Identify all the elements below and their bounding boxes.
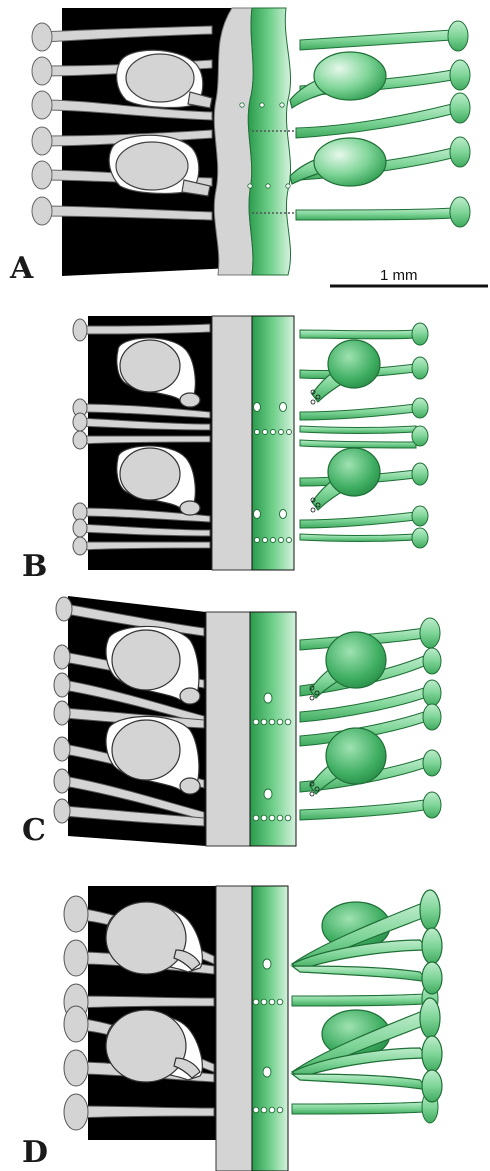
gray-column-c: [206, 612, 250, 846]
green-column-c: [250, 612, 296, 846]
panel-c: [54, 596, 441, 846]
scale-bar: 1 mm: [330, 267, 488, 286]
gray-column-b: [212, 316, 252, 570]
panel-a: [32, 8, 470, 276]
green-stalks-a: [296, 21, 470, 227]
panel-label-d: D: [22, 1135, 48, 1170]
panel-label-c: C: [22, 813, 46, 848]
gray-column-a: [214, 8, 253, 275]
green-bulbs-b: [311, 340, 380, 512]
green-column-d: [252, 886, 288, 1171]
scale-bar-label: 1 mm: [380, 267, 418, 284]
panel-b: [73, 316, 428, 570]
gray-column-d: [216, 886, 252, 1171]
green-column-b: [252, 316, 294, 570]
green-bulbs-a: [290, 52, 386, 186]
panel-label-b: B: [22, 549, 47, 584]
panel-label-a: A: [9, 251, 34, 286]
panel-d: [64, 886, 442, 1171]
green-column-a: [248, 8, 290, 275]
